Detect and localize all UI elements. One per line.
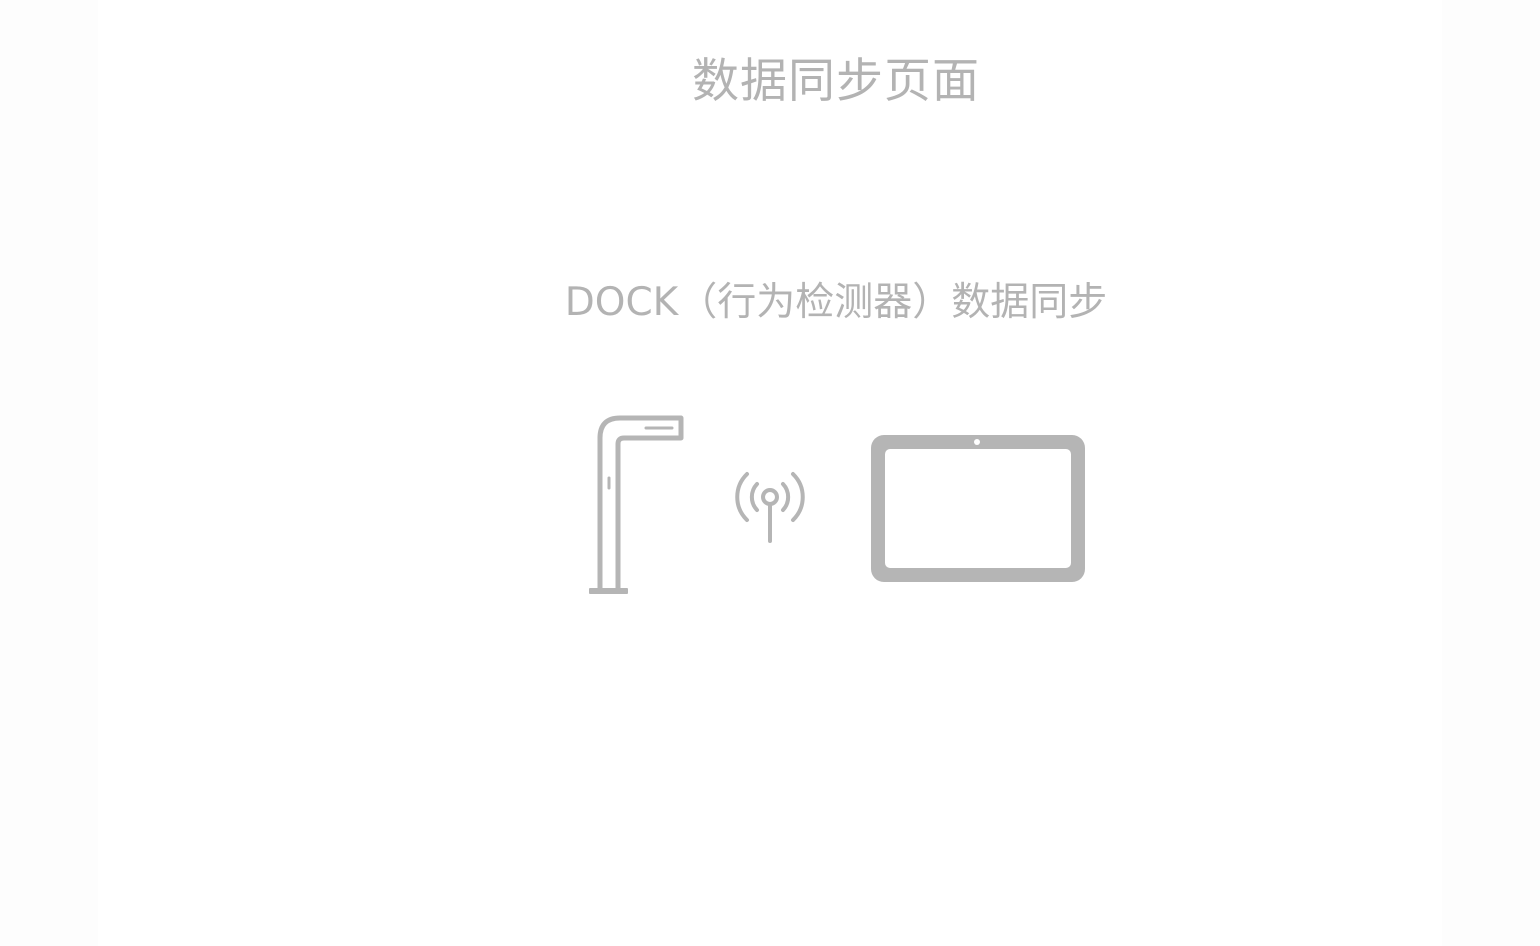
tablet-icon [871, 435, 1085, 582]
wireless-signal-icon [735, 472, 805, 543]
page-title: 数据同步页面 [692, 54, 980, 109]
sync-heading: DOCK（行为检测器）数据同步 [564, 280, 1108, 325]
sync-illustration [580, 410, 1100, 606]
left-margin [0, 0, 98, 946]
dock-detector-icon [589, 415, 684, 594]
right-margin [1442, 0, 1540, 946]
